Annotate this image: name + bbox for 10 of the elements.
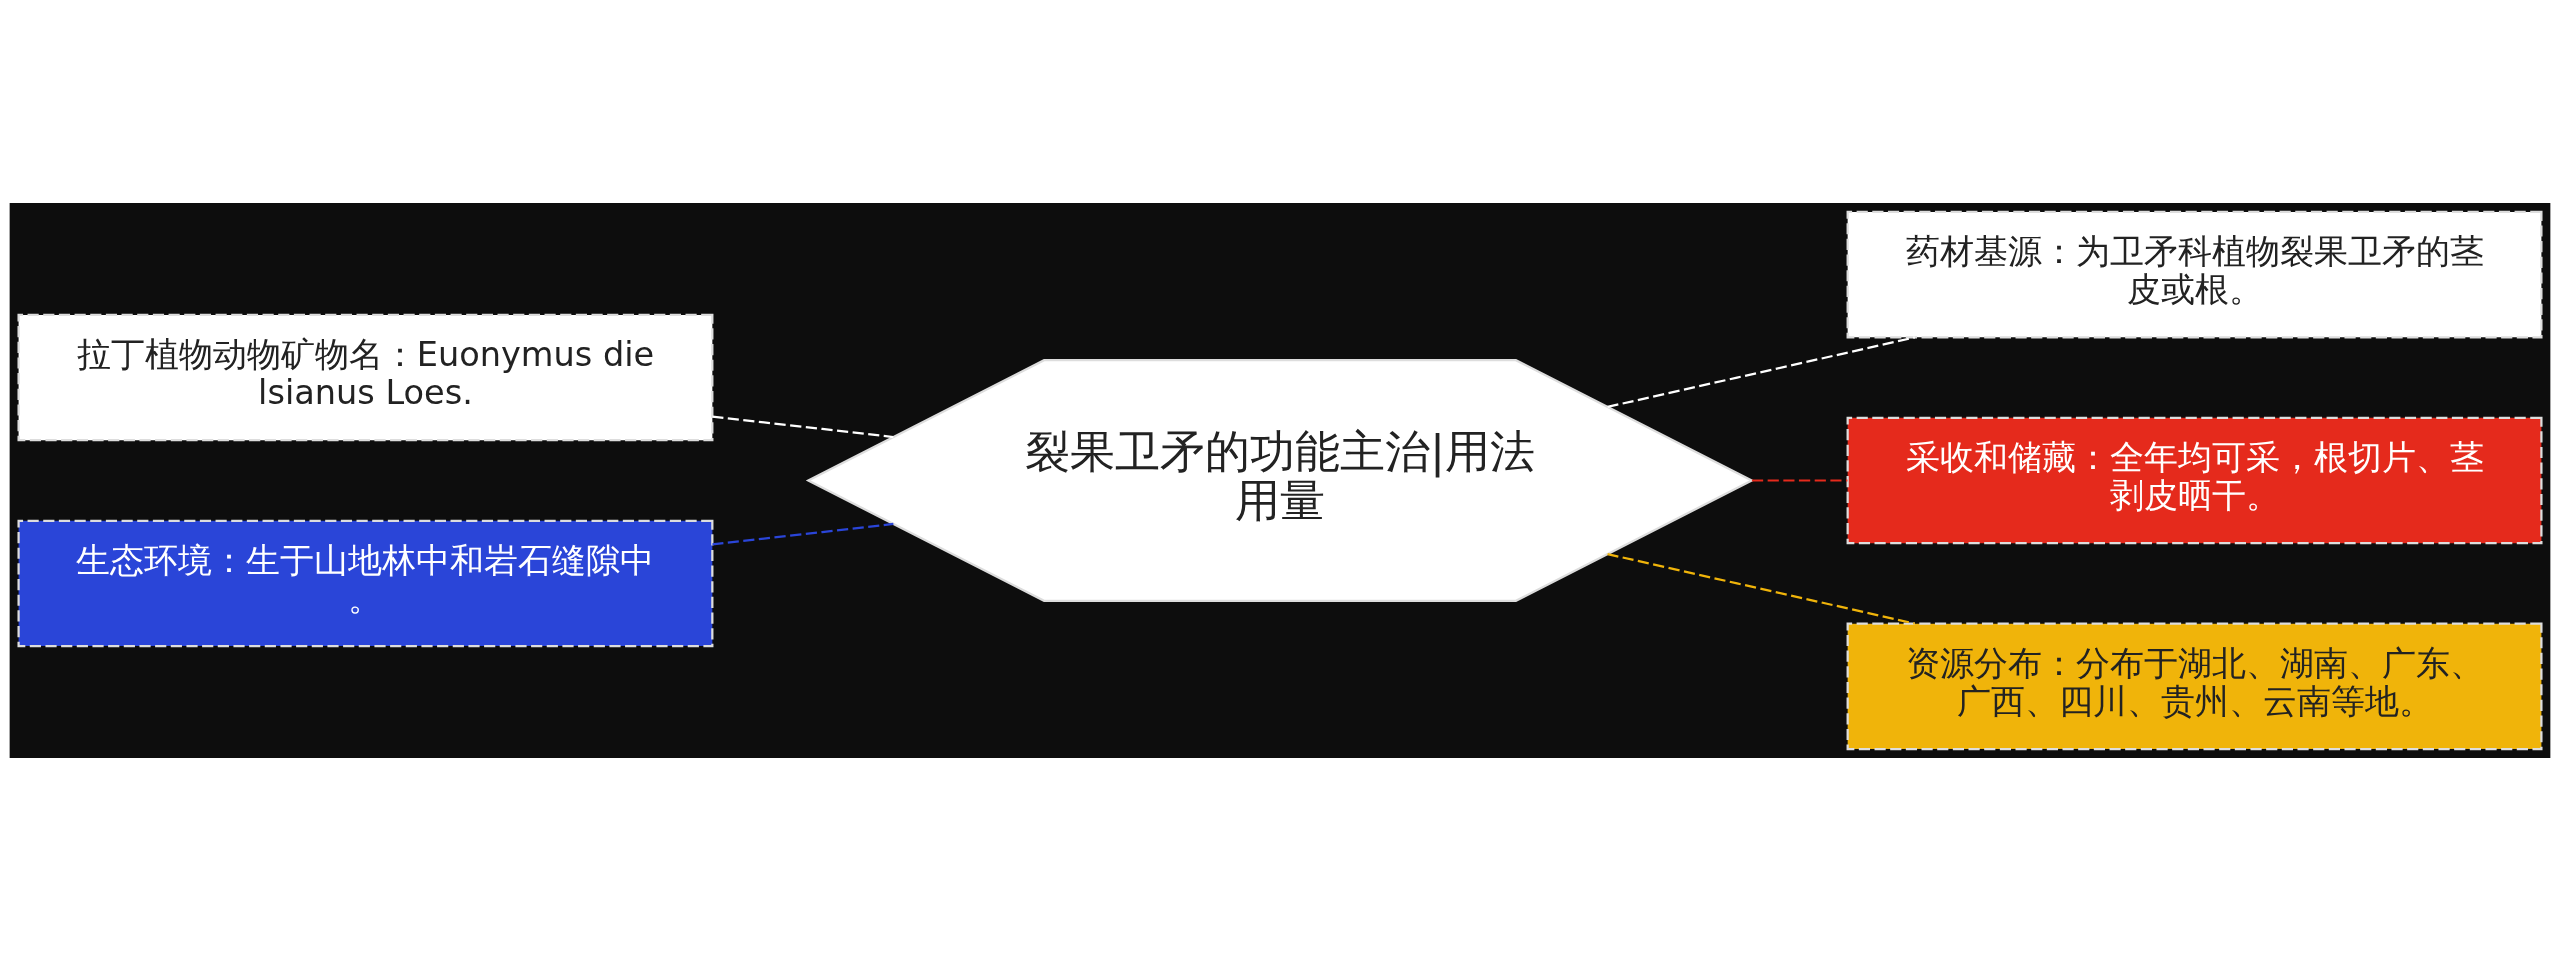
connector bbox=[1751, 478, 1848, 482]
node-box: 药材基源：为卫矛科植物裂果卫矛的茎皮或根。 bbox=[1846, 210, 2543, 338]
node-box: 资源分布：分布于湖北、湖南、广东、广西、四川、贵州、云南等地。 bbox=[1846, 622, 2543, 750]
connector bbox=[712, 522, 894, 546]
connector bbox=[712, 414, 894, 438]
connector bbox=[1607, 335, 1916, 408]
connector bbox=[1607, 552, 1916, 625]
node-box: 生态环境：生于山地林中和岩石缝隙中。 bbox=[17, 519, 714, 647]
node-box: 采收和储藏：全年均可采，根切片、茎剥皮晒干。 bbox=[1846, 416, 2543, 544]
node-box: 拉丁植物动物矿物名：Euonymus dielsianus Loes. bbox=[17, 313, 714, 441]
